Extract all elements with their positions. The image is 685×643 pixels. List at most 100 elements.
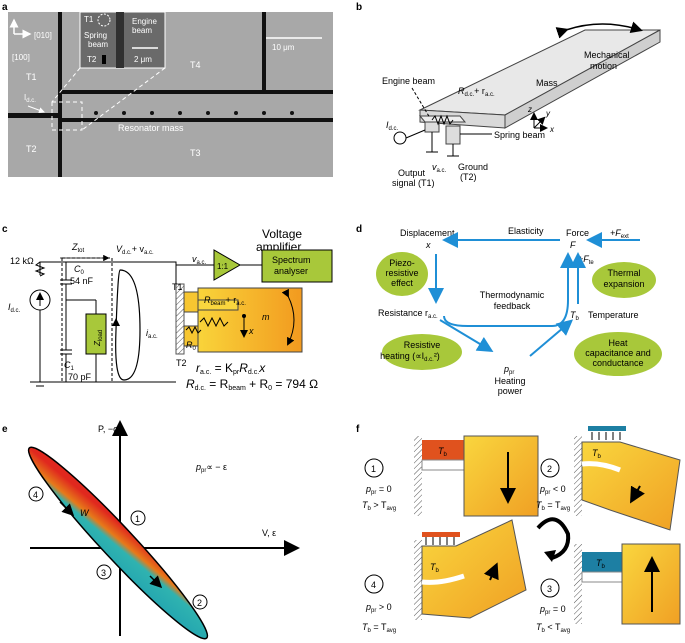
zoom-region [51, 101, 83, 131]
svg-text:Tb = Tavg: Tb = Tavg [362, 622, 396, 634]
iac-label: ia.c. [146, 328, 158, 340]
panel-b-label: b [356, 2, 362, 13]
rbeam-resistor [199, 316, 229, 328]
svg-text:x: x [549, 125, 555, 134]
temperature-label: Temperature [588, 310, 639, 320]
sem-trench-top [58, 90, 333, 94]
panel-d: d Displacement x Elasticity Force F +Fex… [356, 224, 662, 396]
state-markers-e: 4 1 3 2 [28, 486, 208, 610]
displacement-label: Displacement [400, 228, 455, 238]
svg-text:2: 2 [547, 464, 552, 474]
spring-beam-block [445, 125, 461, 145]
c0-value: 54 nF [70, 276, 94, 286]
svg-text:4: 4 [33, 490, 38, 500]
r12k-label: 12 kΩ [10, 256, 34, 266]
r0-label: R0 [186, 340, 197, 352]
c0-label: C0 [74, 264, 85, 276]
panel-e: e P, −σ V, ε ppr∝ − ε W 4 1 3 2 [2, 420, 300, 640]
svg-text:Tb = Tavg: Tb = Tavg [536, 500, 570, 512]
spring-beam-label-b: Spring beam [494, 130, 545, 140]
svg-text:3: 3 [547, 584, 552, 594]
arrow-heat-capacity [529, 319, 574, 357]
svg-text:Tb < Tavg: Tb < Tavg [536, 622, 570, 634]
vdc-label: Vd.c.+ va.c. [116, 244, 154, 256]
current-source-b [393, 131, 407, 145]
ztot-label: Ztot [71, 242, 85, 254]
v-axis-label: V, ε [262, 528, 276, 538]
svg-text:3: 3 [101, 568, 106, 578]
idc-label-b: Id.c. [386, 120, 399, 132]
fte-label: +Fte [578, 254, 594, 266]
sem-dots [94, 111, 294, 115]
vac-label-b: va.c. [432, 162, 447, 174]
spectrum-analyser [261, 249, 333, 283]
rbeam-label: Rbeam+ ra.c. [204, 295, 246, 307]
p-axis-label: P, −σ [98, 424, 119, 434]
sem-trench-bottom [58, 118, 333, 122]
svg-text:y: y [545, 109, 551, 118]
zload-label: Zload [93, 330, 104, 347]
resistive-heating-bubble [382, 334, 462, 370]
resonator-mass-c [197, 287, 303, 353]
vac-label-c: va.c. [192, 254, 207, 266]
arrow-feedback [443, 252, 576, 327]
fext-label: +Fext [610, 228, 629, 240]
panel-a-label: a [2, 2, 8, 13]
equation-2: Rd.c. = Rbeam + R0 = 794 Ω [186, 377, 318, 392]
state-2: Tb 2 ppr < 0 Tb = Tavg [536, 426, 681, 531]
displacement-x: x [425, 240, 431, 250]
state-3: Tb 3 ppr = 0 Tb < Tavg [536, 543, 681, 634]
axes-b: x z y [527, 105, 555, 134]
piezo-bubble [376, 252, 428, 296]
equation-1: ra.c. = KprRd.c.x [196, 361, 266, 376]
svg-text:Tb: Tb [430, 562, 440, 574]
w-label: W [80, 508, 90, 518]
dir-100: [100] [12, 53, 30, 62]
region-t3: T3 [190, 148, 201, 158]
mass-label: Mass [536, 78, 558, 88]
inset-t1: T1 [84, 15, 94, 24]
m-label: m [262, 312, 270, 322]
svg-text:4: 4 [371, 580, 376, 590]
svg-text:ppr = 0: ppr = 0 [365, 484, 392, 496]
force-F: F [570, 240, 576, 250]
ppr-label-d: ppr [503, 364, 514, 376]
motion-arrow [555, 21, 643, 39]
svg-text:Tb: Tb [438, 446, 448, 458]
svg-text:ppr > 0: ppr > 0 [365, 602, 392, 614]
t1-label-c: T1 [172, 282, 183, 292]
rdc-rac-label: Rd.c.+ ra.c. [458, 86, 495, 98]
cycle-arrow [536, 517, 571, 560]
region-t1: T1 [26, 72, 37, 82]
force-label: Force [566, 228, 589, 238]
sem-image [8, 12, 333, 177]
arrow-heating [439, 319, 494, 353]
inset-t2: T2 [87, 55, 97, 64]
resonator-label: Resonator mass [118, 123, 184, 133]
hysteresis-loop [27, 446, 209, 640]
state-1: Tb 1 ppr = 0 Tb > Tavg [362, 435, 539, 517]
region-t2: T2 [26, 144, 37, 154]
region-t4: T4 [190, 60, 201, 70]
svg-text:ppr < 0: ppr < 0 [539, 484, 566, 496]
svg-text:z: z [527, 105, 532, 114]
c1-value: 70 pF [68, 372, 92, 382]
ground-label: Ground(T2) [458, 162, 488, 182]
relation-label: ppr∝ − ε [195, 462, 227, 474]
x-label-c: x [248, 326, 254, 336]
inset-scale-label: 2 μm [134, 55, 152, 64]
svg-text:1: 1 [371, 464, 376, 474]
engine-beam-block [424, 121, 440, 133]
